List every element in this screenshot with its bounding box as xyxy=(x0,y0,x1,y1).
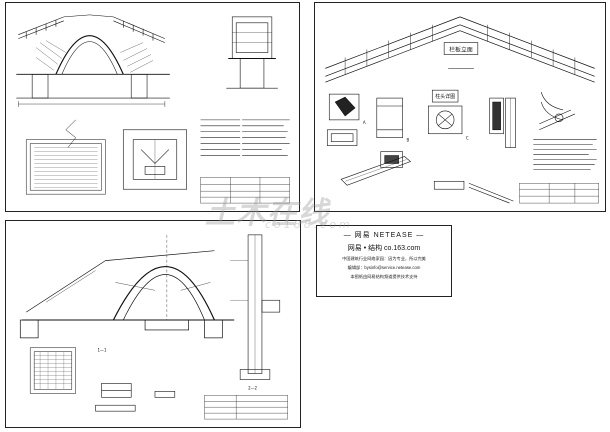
section-mark-1-1: 1—1 xyxy=(98,348,107,353)
label-box-post: 柱头详图 xyxy=(435,93,455,100)
info-slogan: 中国建筑行业网络家园：因为专业，所以完美 xyxy=(342,256,426,261)
drawing-sheet-bridge-elevation-plan xyxy=(5,2,300,212)
sheet-a-drawing xyxy=(16,14,290,204)
sheet-b-drawing: 栏板立面 柱头详图 xyxy=(325,16,599,204)
sheet-c-drawing: 1—1 2—2 xyxy=(19,234,288,420)
section-mark-a: A xyxy=(363,120,366,125)
info-support-note: 本图纸由网易结构频道提供技术支持 xyxy=(350,274,418,279)
info-brand-title: — 网易 NETEASE — xyxy=(343,232,425,239)
section-mark-b: B xyxy=(407,138,410,143)
info-editor-email: 编辑部：bysinfo@service.netease.com xyxy=(347,265,421,270)
section-mark-c: C xyxy=(466,136,469,141)
netease-info-panel: — 网易 NETEASE — 网易 • 结构 co.163.com 中国建筑行业… xyxy=(316,225,452,297)
drawing-sheet-railing-details: 栏板立面 柱头详图 xyxy=(314,2,606,212)
label-box-railing: 栏板立面 xyxy=(449,46,473,54)
section-mark-2-2: 2—2 xyxy=(248,385,257,390)
info-site-line: 网易 • 结构 co.163.com xyxy=(347,245,421,252)
drawing-sheet-arch-section: 1—1 2—2 xyxy=(5,220,301,428)
